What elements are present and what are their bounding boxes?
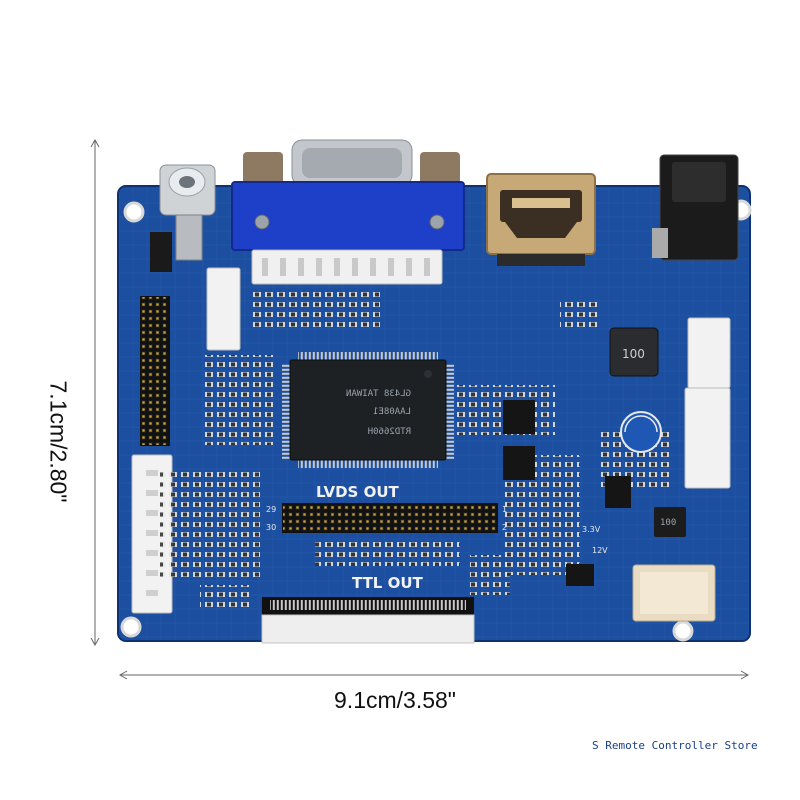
inductor-code: 100: [622, 347, 645, 361]
dc-power-jack: [652, 154, 739, 261]
left-pin-header: [140, 296, 170, 446]
main-chip-marking-3: GL438 TAIWAN: [346, 389, 411, 399]
vga-connector: [231, 139, 465, 285]
right-white-connectors: [632, 317, 731, 622]
width-dimension-line: [118, 670, 750, 680]
ttl-fpc-connector: [261, 597, 475, 644]
hdmi-connector: [486, 173, 596, 266]
main-chip-marking-2: LAA08E1: [373, 407, 411, 417]
main-chip: [282, 352, 454, 468]
small-ic-code: 100: [660, 518, 676, 528]
capacitor: [620, 411, 662, 453]
voltage-12v-label: 12V: [592, 546, 608, 555]
inductor: [609, 327, 659, 377]
smd-components: [160, 292, 670, 607]
pin-29-label: 29: [266, 505, 276, 514]
pin-1-label: 1: [502, 505, 507, 514]
lvds-out-label: LVDS OUT: [316, 483, 400, 501]
mounting-holes: [120, 199, 752, 642]
width-dimension-label: 9.1cm/3.58": [334, 687, 456, 713]
pin-2-label: 2: [502, 523, 507, 532]
voltage-3v3-label: 3.3V: [582, 525, 601, 534]
main-chip-marking-1: RTD2660H: [368, 427, 411, 437]
ttl-out-label: TTL OUT: [352, 574, 424, 592]
rca-connector: [150, 164, 216, 272]
height-dimension-line: [90, 138, 100, 647]
small-ic: [654, 507, 686, 537]
pin-30-label: 30: [266, 523, 276, 532]
height-dimension-label: 7.1cm/2.80": [45, 380, 72, 503]
store-watermark: S Remote Controller Store: [592, 739, 758, 752]
lvds-header: [282, 503, 498, 533]
voltage-regulators: [503, 400, 631, 586]
